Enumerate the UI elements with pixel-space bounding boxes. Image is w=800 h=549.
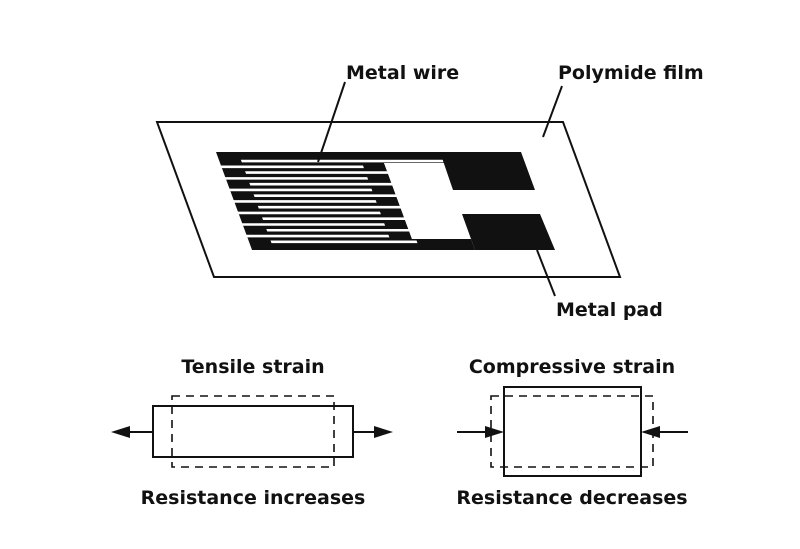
wire-gap	[266, 228, 414, 232]
wire-gap	[240, 223, 386, 226]
compressive-strained-body	[503, 386, 642, 477]
metal-pad-leader	[536, 249, 556, 297]
metal-pad-label: Metal pad	[556, 299, 663, 321]
tensile-strained-body	[152, 405, 354, 458]
wire-gap	[270, 240, 418, 244]
wire-gap	[244, 234, 390, 238]
metal-pad-top	[440, 152, 535, 190]
wire-gap	[245, 171, 393, 174]
polymide-film-label: Polymide film	[558, 62, 704, 84]
wire-gap	[253, 194, 401, 197]
compressive-original-outline	[490, 395, 654, 468]
tensile-title: Tensile strain	[181, 356, 324, 378]
metal-wire-label: Metal wire	[346, 62, 459, 84]
metal-grid	[216, 152, 475, 250]
compressive-result: Resistance decreases	[456, 487, 687, 509]
wire-gap	[227, 188, 373, 192]
compressive-left-arrow-icon	[485, 426, 504, 438]
tensile-left-arrow-icon	[111, 426, 130, 438]
wire-gap	[262, 217, 410, 221]
polymide-film-leader	[542, 85, 563, 138]
wire-gap	[231, 200, 377, 203]
metal-pad-bottom	[462, 214, 555, 250]
tensile-result: Resistance increases	[141, 487, 366, 509]
wire-gap	[223, 177, 369, 180]
wire-gap	[240, 159, 444, 163]
compressive-right-arrow-icon	[641, 426, 660, 438]
tensile-right-arrow-icon	[374, 426, 393, 438]
tensile-original-outline	[171, 395, 335, 468]
wire-gap	[257, 205, 405, 209]
metal-wire-leader	[317, 81, 346, 163]
metal-gap-interior	[384, 163, 471, 239]
wire-gap	[218, 165, 364, 169]
compressive-title: Compressive strain	[469, 356, 675, 378]
wire-gap	[235, 211, 381, 215]
wire-gap	[249, 182, 397, 186]
